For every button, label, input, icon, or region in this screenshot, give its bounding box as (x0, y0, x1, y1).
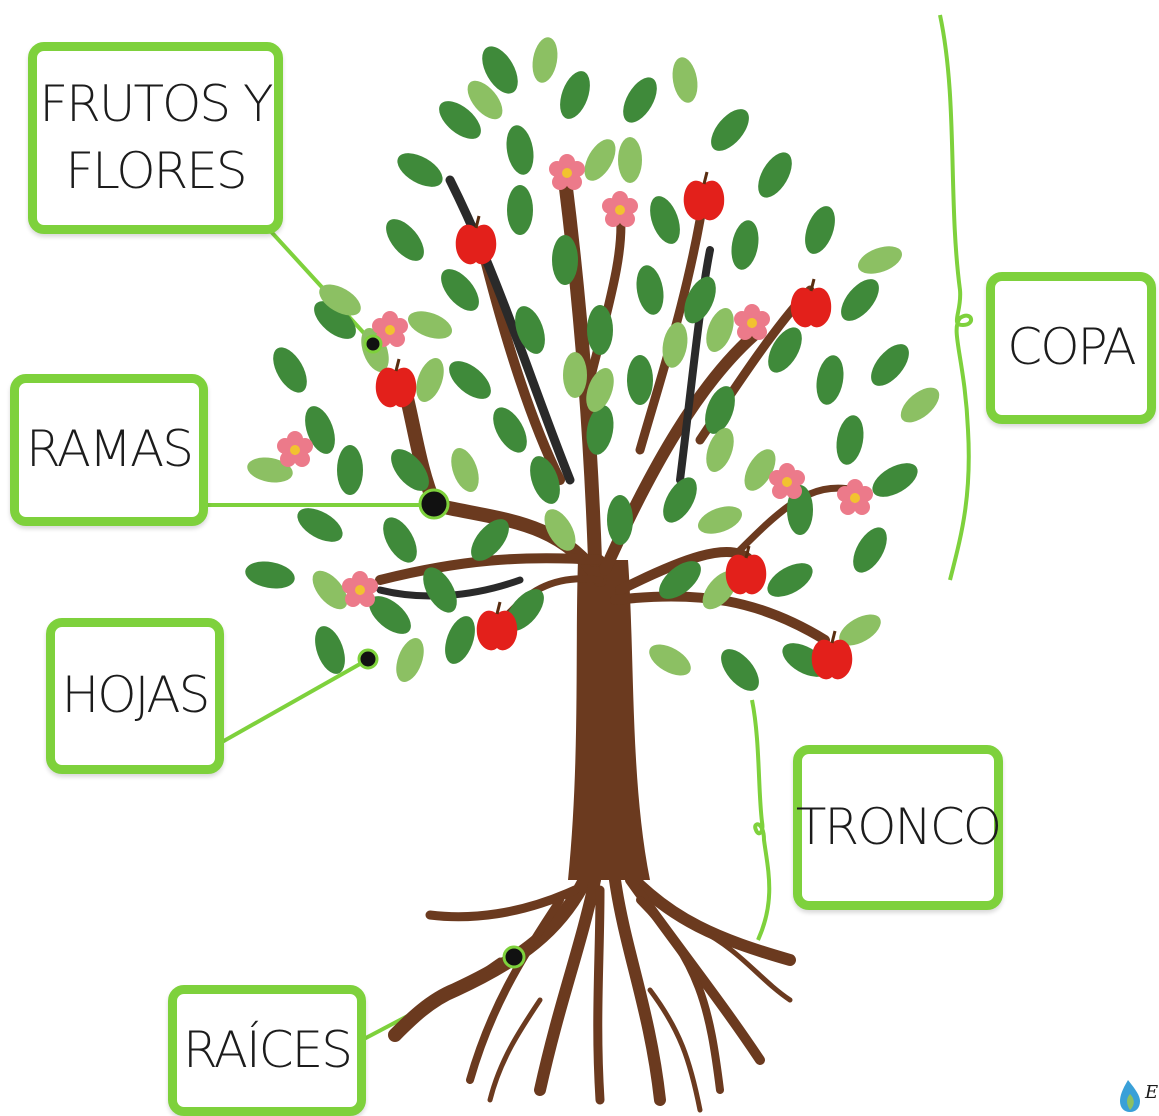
apple (476, 601, 518, 651)
apple (811, 630, 853, 680)
flower (342, 571, 378, 607)
pointer-dots (357, 334, 526, 969)
label-copa-text: COPA (1007, 318, 1136, 377)
label-ramas: RAMAS (10, 374, 208, 526)
flower (277, 431, 313, 467)
flowers (277, 154, 873, 607)
pointer-dot-hojas (357, 648, 379, 670)
connector-lines (205, 14, 973, 1042)
apple (455, 215, 497, 265)
pointer-dot-raices (502, 945, 526, 969)
label-tronco: TRONCO (793, 745, 1003, 910)
apple (683, 171, 725, 221)
apple (725, 545, 767, 595)
roots (388, 864, 796, 1113)
label-tronco-text: TRONCO (795, 797, 1002, 856)
label-raices: RAÍCES (168, 985, 366, 1116)
logo-letter: E (1144, 1082, 1158, 1103)
leaf-icon (1127, 1094, 1134, 1110)
tronco-brace (750, 699, 772, 941)
flower (734, 304, 770, 340)
pointer-dot-ramas (418, 488, 450, 520)
apple (790, 278, 832, 328)
flower (769, 463, 805, 499)
flower (837, 479, 873, 515)
label-raices-text: RAÍCES (183, 1020, 353, 1079)
label-hojas-text: HOJAS (61, 666, 211, 725)
connector-frutos (263, 223, 375, 345)
flower (549, 154, 585, 190)
connector-hojas (221, 658, 368, 744)
label-frutos-y-flores-text: FRUTOS Y FLORES (39, 74, 273, 201)
label-ramas-text: RAMAS (25, 420, 194, 479)
brand-logo: E (1120, 1080, 1158, 1112)
pointer-dot-frutos (363, 334, 383, 354)
label-hojas: HOJAS (46, 618, 224, 774)
label-copa: COPA (986, 272, 1156, 424)
apple (375, 358, 417, 408)
apples (375, 171, 853, 680)
trunk (568, 560, 650, 880)
flower (602, 191, 638, 227)
flower (372, 311, 408, 347)
label-frutos-y-flores: FRUTOS Y FLORES (28, 42, 283, 234)
copa-brace (938, 14, 973, 581)
